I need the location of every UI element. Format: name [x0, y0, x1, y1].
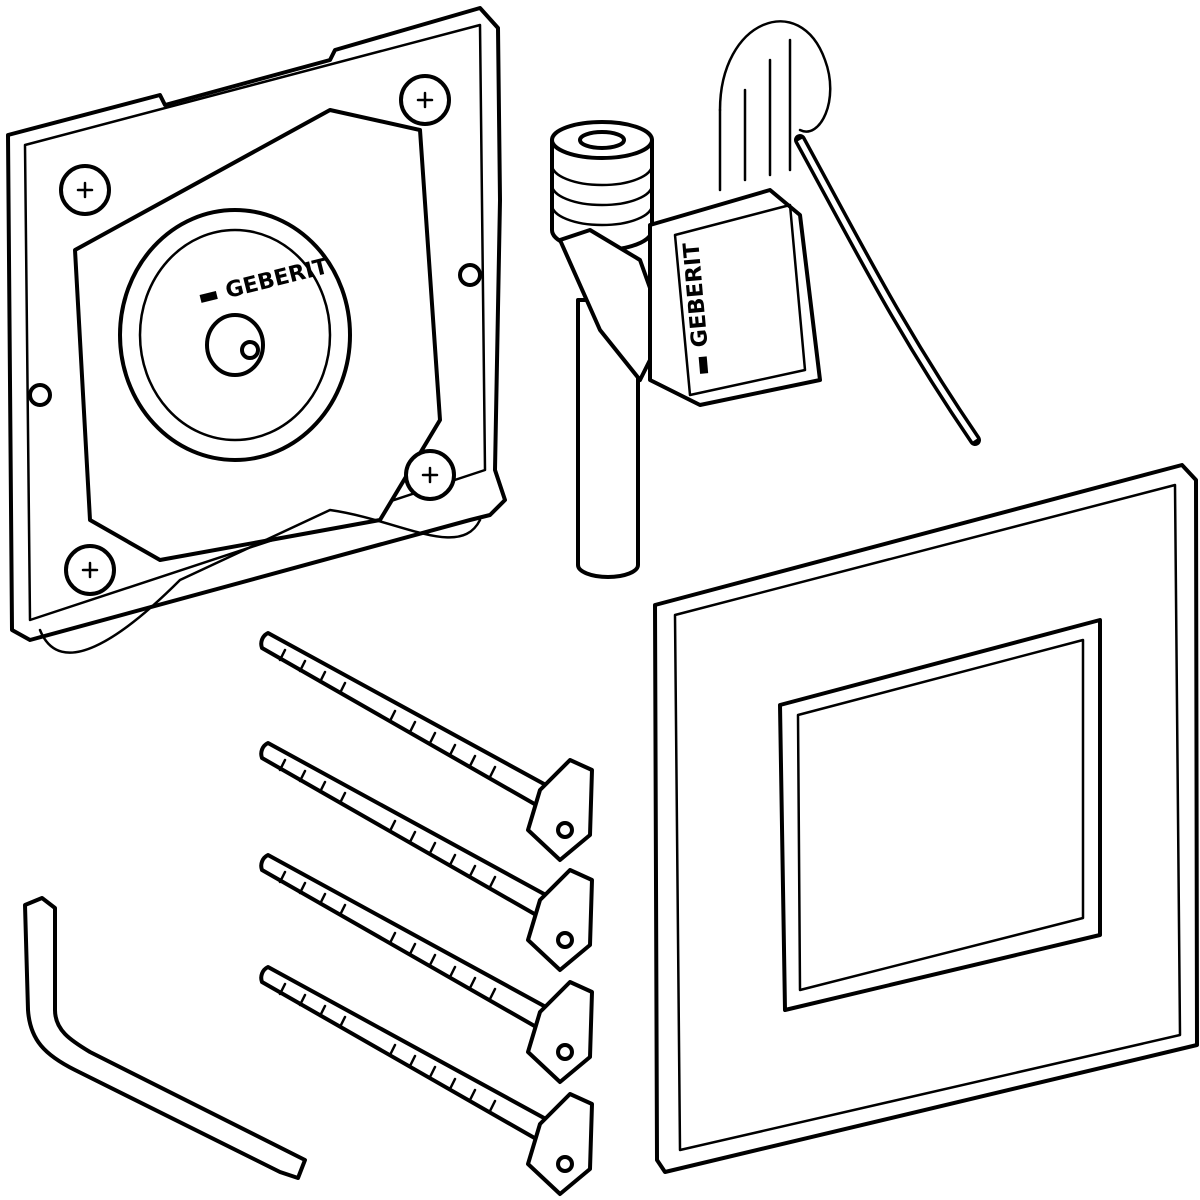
- cover-plate: [653, 463, 1199, 1174]
- mounting-plate: ▬ GEBERIT: [6, 6, 507, 654]
- solenoid-valve: ▬ GEBERIT: [550, 20, 981, 579]
- threaded-rods: [259, 631, 594, 1196]
- screw-icon: [59, 74, 456, 596]
- allen-key: [23, 896, 307, 1180]
